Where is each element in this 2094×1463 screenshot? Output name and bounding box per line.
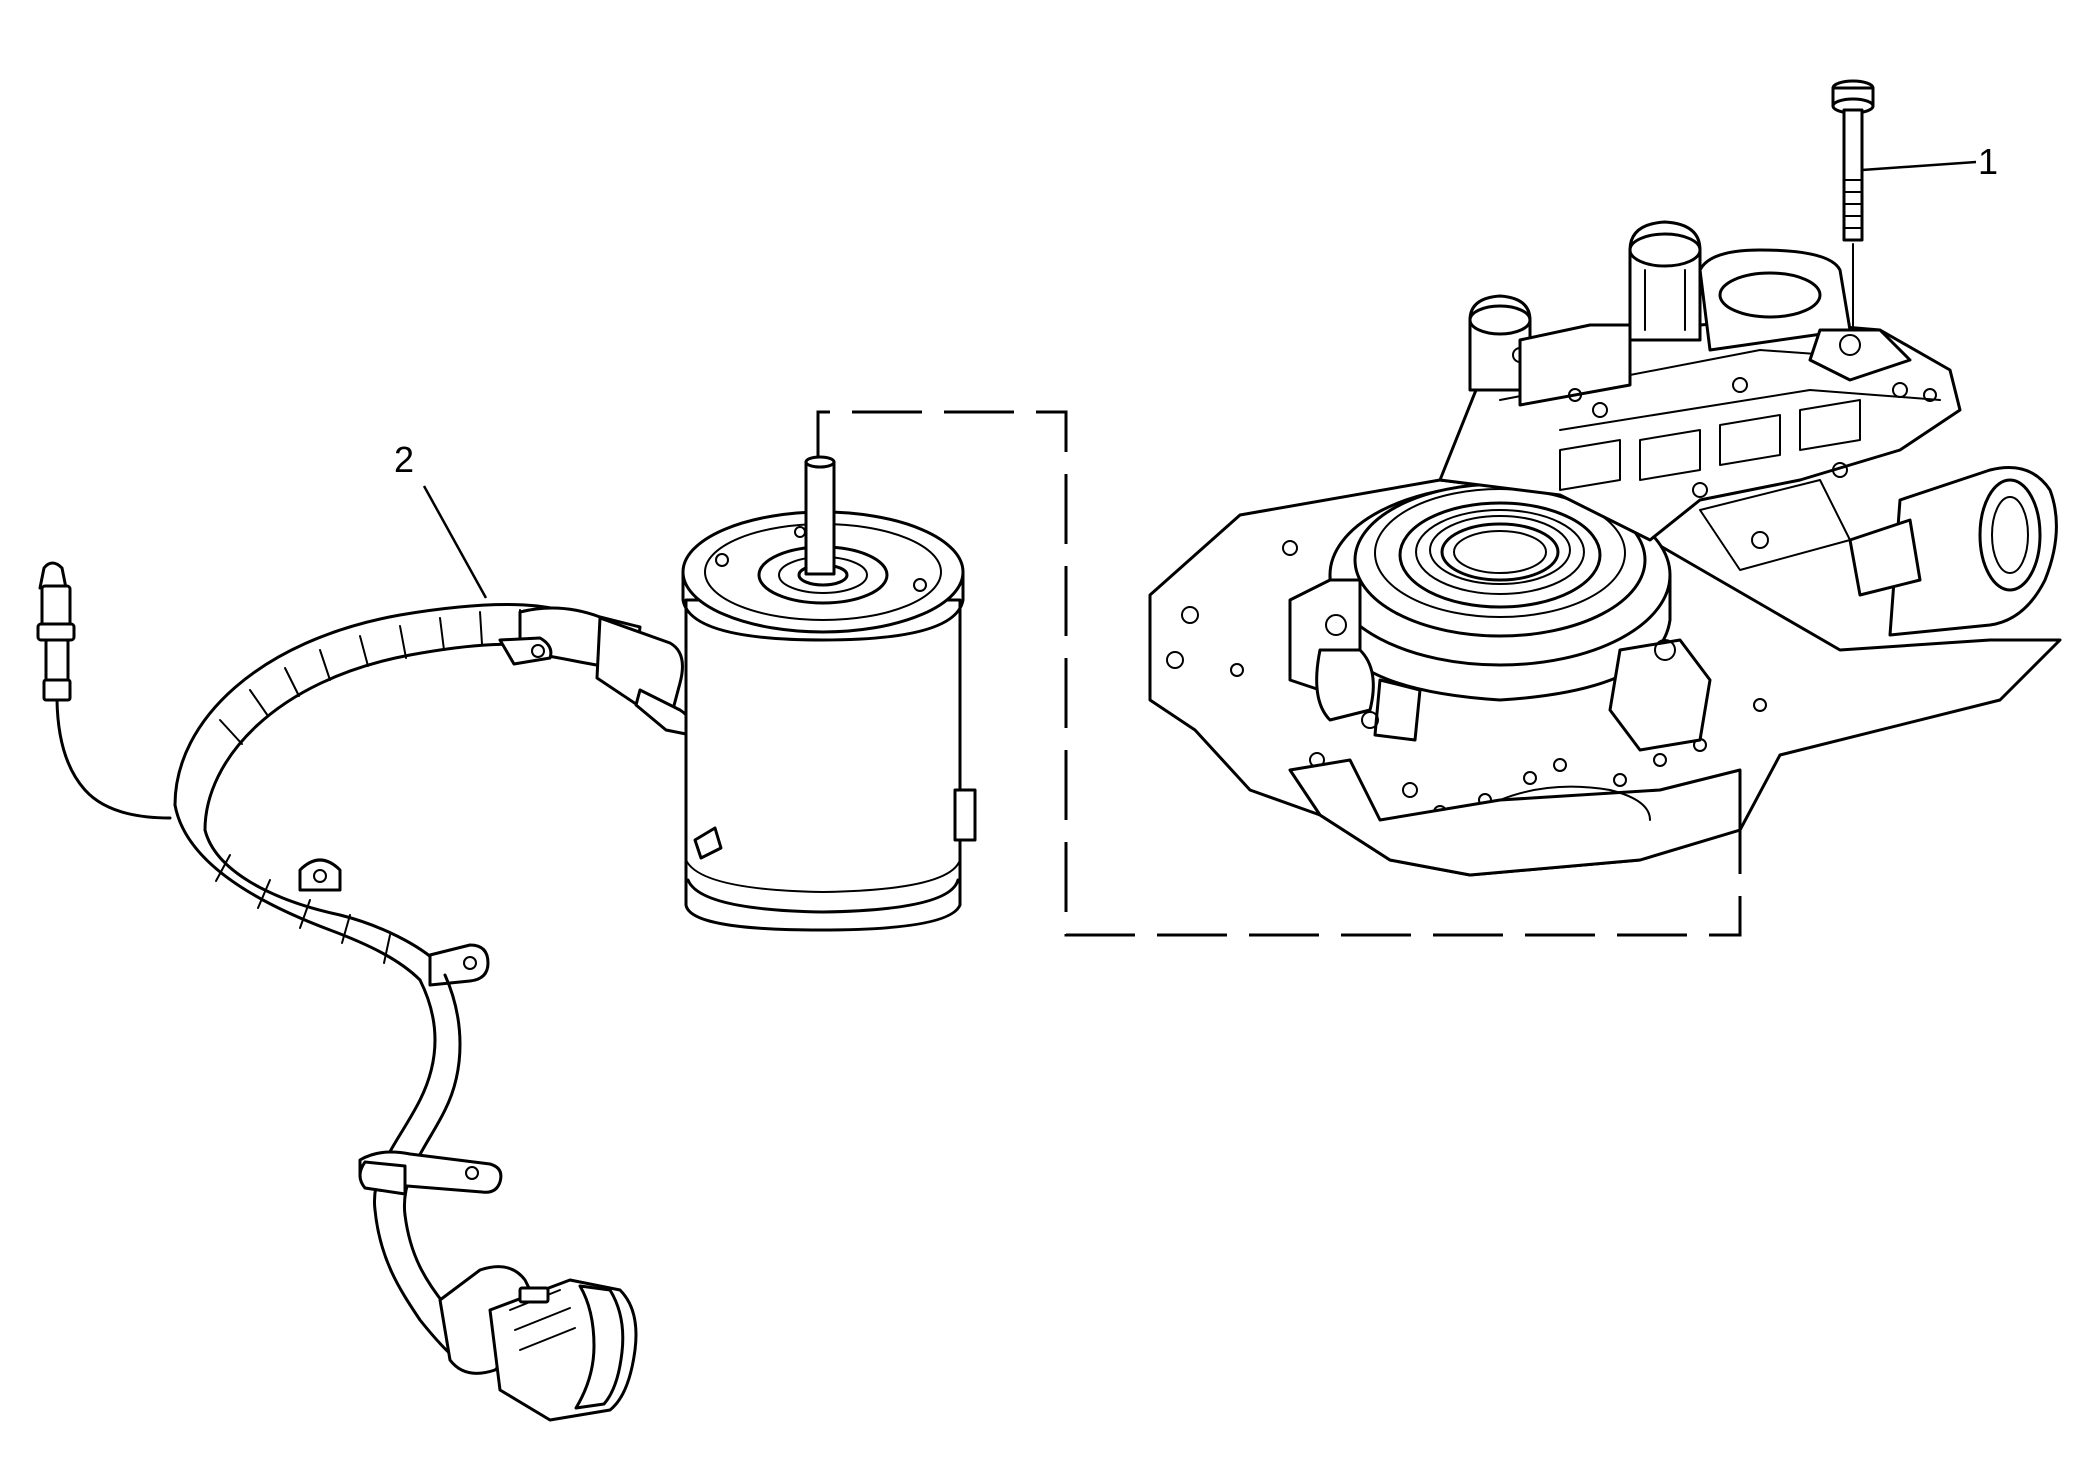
- leader-line-1: [1861, 160, 1977, 172]
- leader-line-2: [422, 485, 488, 599]
- bolt: [1831, 79, 1875, 346]
- transmission-housing: [1148, 220, 2062, 877]
- electric-motor: [681, 455, 977, 932]
- wiring-harness: [36, 561, 692, 1422]
- callout-2: 2: [394, 439, 414, 480]
- callout-1: 1: [1978, 141, 1998, 182]
- alignment-dashed-line: [816, 410, 1742, 937]
